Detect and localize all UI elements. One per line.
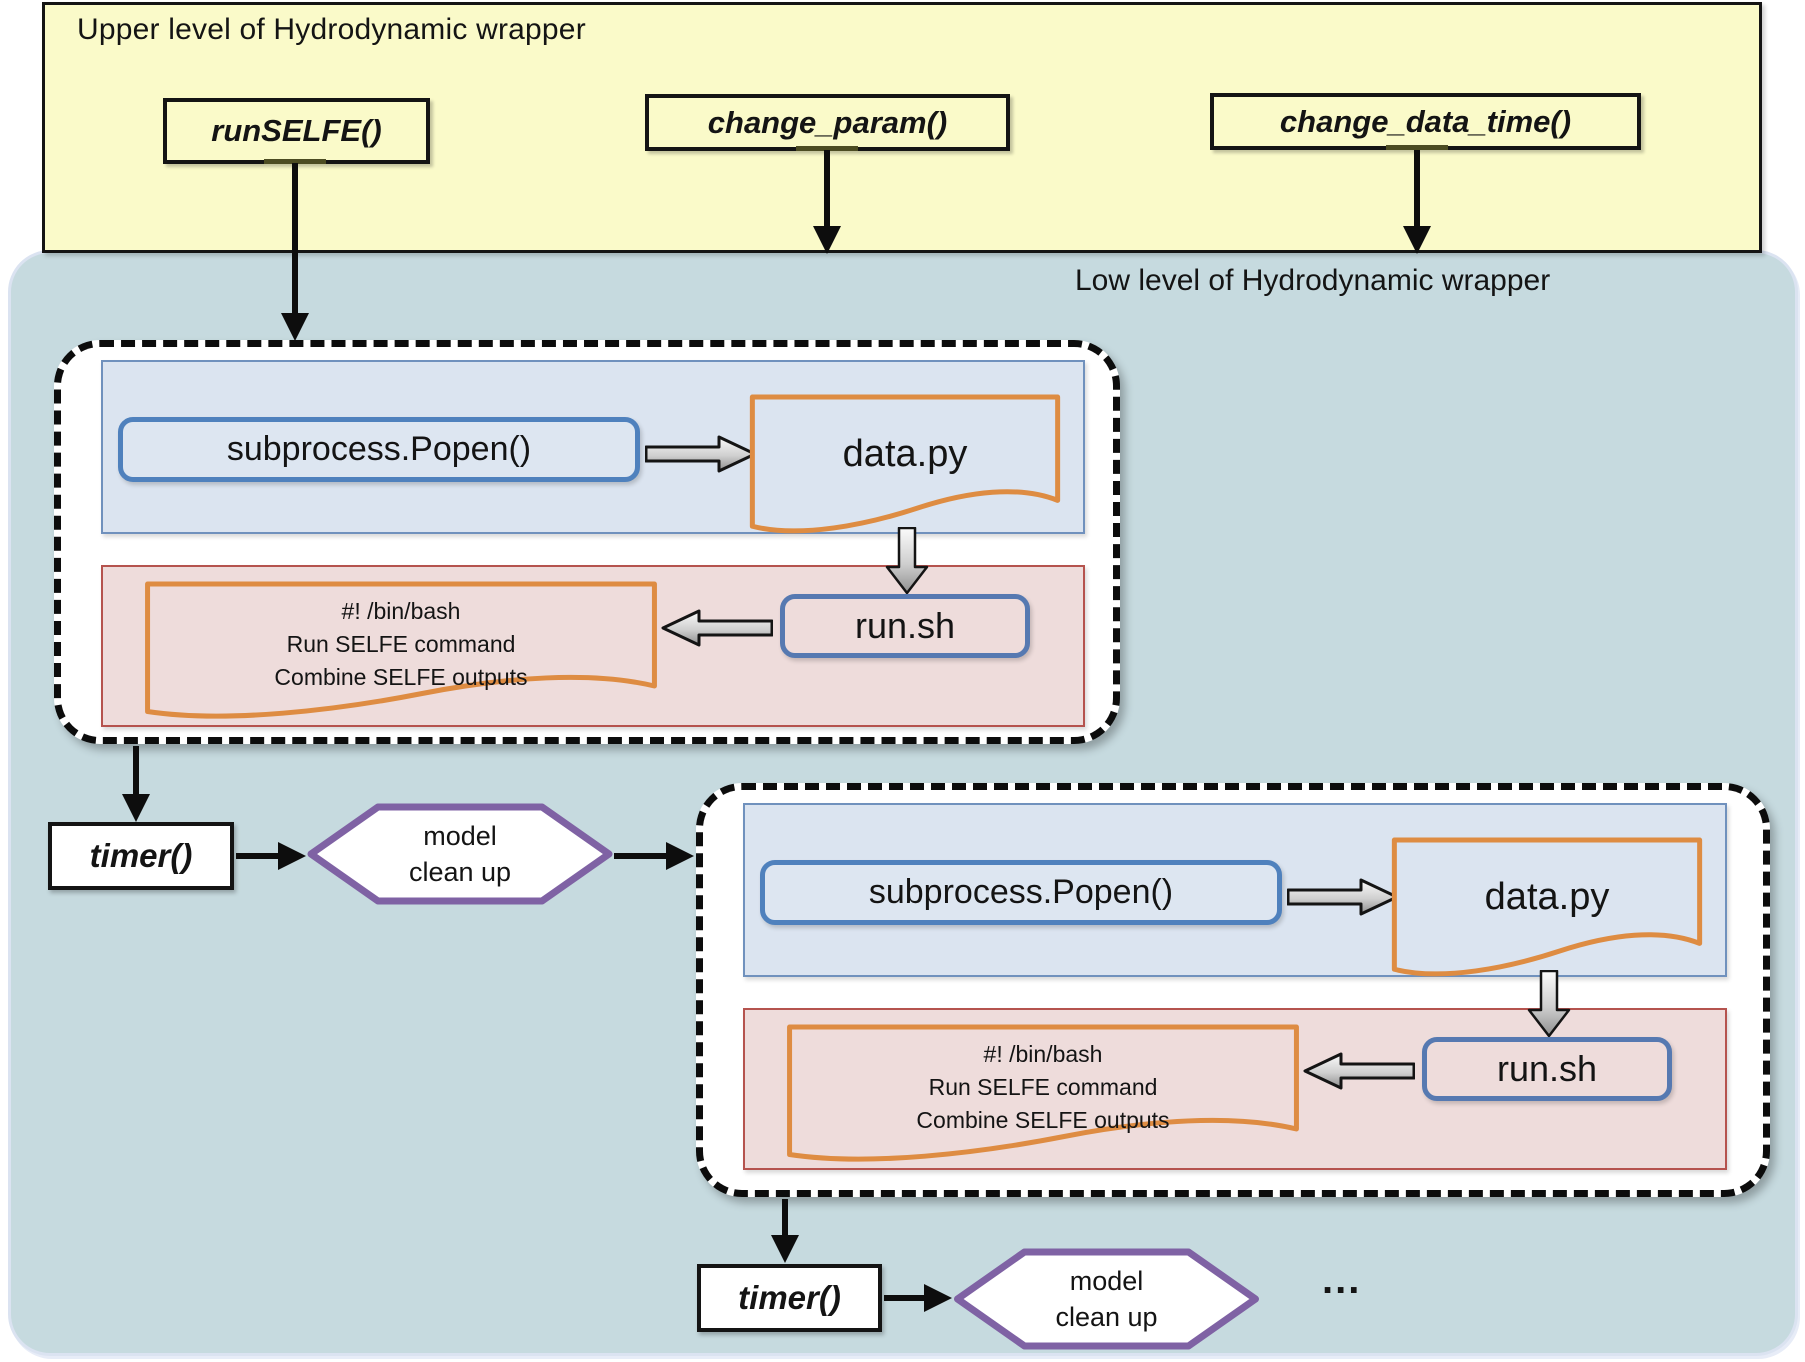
block-arrow-right-icon-1 xyxy=(645,435,757,473)
run-sh-label-1: run.sh xyxy=(854,605,956,646)
block-arrow-left-icon-1 xyxy=(661,609,773,647)
function-box-change-param: change_param() xyxy=(645,94,1010,151)
shell-line-1: #! /bin/bash xyxy=(983,1041,1103,1067)
data-py-document-icon-2 xyxy=(1388,837,1706,989)
block-arrow-left-icon-2 xyxy=(1303,1052,1415,1090)
arrow-block1-to-timer1 xyxy=(122,746,150,822)
run-sh-box-2: run.sh xyxy=(1422,1037,1672,1101)
shell-script-text-1: #! /bin/bash Run SELFE command Combine S… xyxy=(137,595,665,694)
timer-box-2: timer() xyxy=(697,1264,882,1332)
cleanup-line2-2: clean up xyxy=(1055,1302,1158,1332)
model-cleanup-hexagon-icon-1 xyxy=(307,803,613,905)
data-py-document-icon-1 xyxy=(746,394,1064,546)
iteration-block-1: subprocess.Popen() data.py #! /bin/bash … xyxy=(54,340,1120,744)
upper-level-title: Upper level of Hydrodynamic wrapper xyxy=(77,13,586,46)
timer-label-1: timer() xyxy=(89,837,193,874)
connector-anchor-change-data-time xyxy=(1386,145,1448,150)
iteration-block-2: subprocess.Popen() data.py #! /bin/bash … xyxy=(696,783,1770,1197)
continuation-ellipsis: ... xyxy=(1322,1258,1362,1302)
function-label-change-data-time: change_data_time() xyxy=(1279,103,1572,139)
shell-line-3: Combine SELFE outputs xyxy=(274,664,528,690)
run-sh-box-1: run.sh xyxy=(780,594,1030,658)
run-sh-label-2: run.sh xyxy=(1496,1048,1598,1089)
data-py-label-2: data.py xyxy=(1388,837,1706,957)
upper-level-container: Upper level of Hydrodynamic wrapper xyxy=(42,2,1762,253)
arrow-cleanup1-to-block2 xyxy=(614,842,694,870)
timer-box-1: timer() xyxy=(48,822,234,890)
shell-line-3: Combine SELFE outputs xyxy=(916,1107,1170,1133)
cleanup-line1-1: model xyxy=(423,821,497,851)
function-label-runselfe: runSELFE() xyxy=(211,113,382,148)
cleanup-line2-1: clean up xyxy=(408,857,512,887)
shell-script-document-icon-2 xyxy=(779,1024,1307,1174)
model-cleanup-hexagon-icon-2 xyxy=(954,1248,1259,1350)
block-arrow-right-icon-2 xyxy=(1287,878,1399,916)
model-cleanup-text-1: model clean up xyxy=(306,802,614,906)
connector-anchor-runselfe xyxy=(264,159,326,164)
subprocess-popen-box-1: subprocess.Popen() xyxy=(118,417,640,482)
shell-line-1: #! /bin/bash xyxy=(341,598,461,624)
subprocess-popen-label-1: subprocess.Popen() xyxy=(226,430,532,468)
shell-script-document-icon-1 xyxy=(137,581,665,731)
shell-line-2: Run SELFE command xyxy=(286,631,516,657)
model-cleanup-text-2: model clean up xyxy=(952,1247,1261,1351)
arrow-block2-to-timer2 xyxy=(771,1199,799,1263)
data-py-text-1: data.py xyxy=(842,432,968,475)
arrow-runselfe-to-block1 xyxy=(281,163,309,341)
data-py-text-2: data.py xyxy=(1484,875,1610,918)
function-box-runselfe: runSELFE() xyxy=(163,98,430,164)
arrow-change-data-time-to-low-level xyxy=(1403,150,1431,254)
subprocess-popen-box-2: subprocess.Popen() xyxy=(760,860,1282,925)
low-level-title: Low level of Hydrodynamic wrapper xyxy=(1075,264,1551,297)
function-box-change-data-time: change_data_time() xyxy=(1210,93,1641,150)
shell-script-text-2: #! /bin/bash Run SELFE command Combine S… xyxy=(779,1038,1307,1137)
cleanup-line1-2: model xyxy=(1069,1266,1144,1296)
data-py-label-1: data.py xyxy=(746,394,1064,514)
arrow-timer1-to-cleanup1 xyxy=(236,842,306,870)
connector-anchor-change-param xyxy=(796,146,858,151)
block-arrow-down-icon-1 xyxy=(885,527,929,595)
function-label-change-param: change_param() xyxy=(707,104,948,140)
arrow-timer2-to-cleanup2 xyxy=(884,1284,952,1312)
arrow-change-param-to-low-level xyxy=(813,150,841,254)
timer-label-2: timer() xyxy=(738,1279,841,1316)
shell-line-2: Run SELFE command xyxy=(928,1074,1158,1100)
block-arrow-down-icon-2 xyxy=(1527,970,1571,1038)
subprocess-popen-label-2: subprocess.Popen() xyxy=(868,873,1174,911)
